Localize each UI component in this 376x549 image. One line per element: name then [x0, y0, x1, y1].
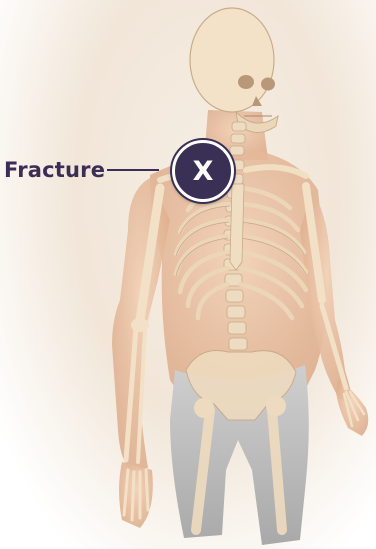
- fracture-label: Fracture: [4, 158, 105, 182]
- fracture-marker-icon[interactable]: X: [172, 140, 234, 202]
- left-hip-joint: [194, 398, 214, 418]
- sternum: [230, 184, 244, 270]
- fracture-callout: Fracture: [0, 148, 159, 192]
- callout-leader-line: [107, 169, 159, 171]
- right-hip-joint: [266, 396, 286, 416]
- left-elbow: [131, 318, 149, 332]
- x-icon: X: [193, 158, 214, 185]
